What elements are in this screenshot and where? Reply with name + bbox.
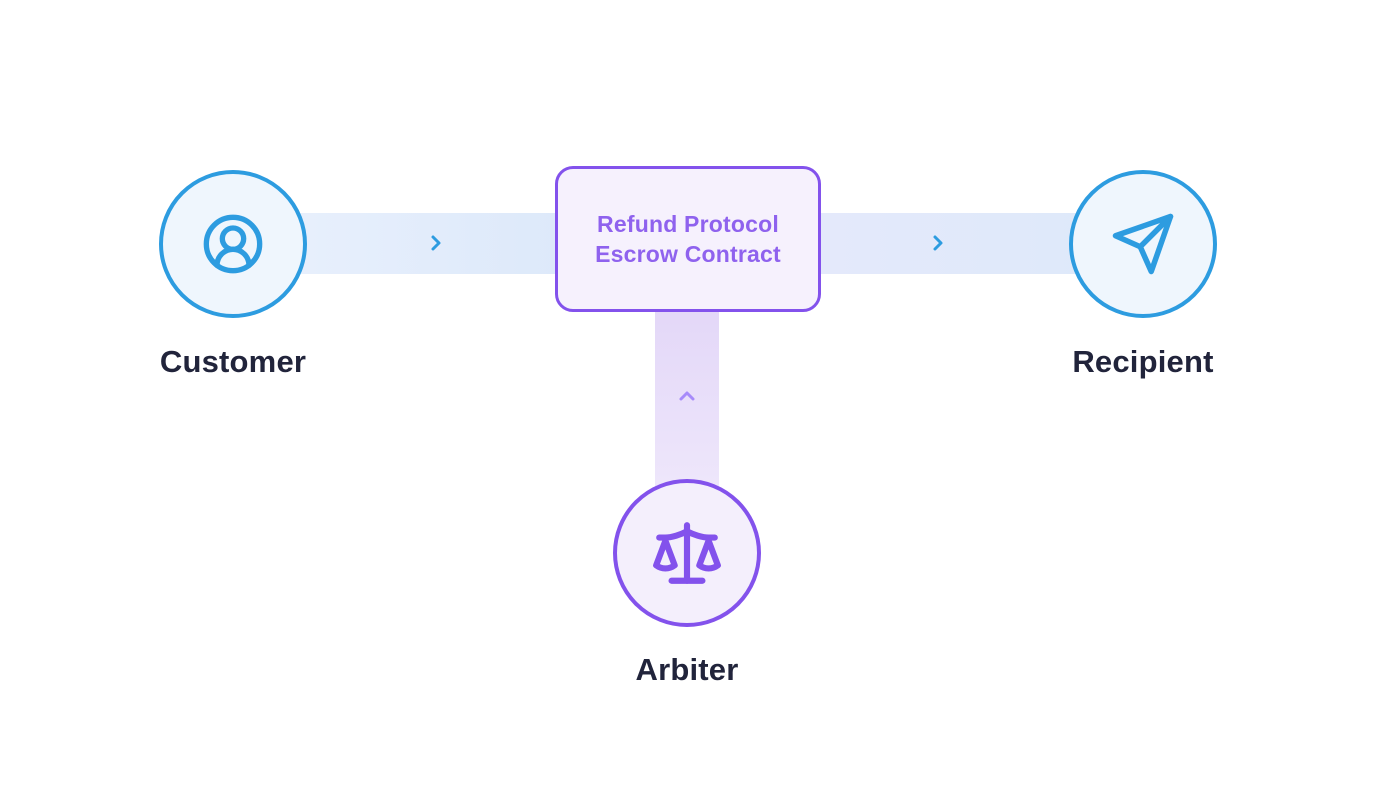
chevron-right-icon (424, 231, 448, 255)
chevron-right-icon (926, 231, 950, 255)
recipient-label: Recipient (1072, 344, 1214, 379)
escrow-contract-box: Refund Protocol Escrow Contract (555, 166, 821, 312)
escrow-contract-label: Refund Protocol Escrow Contract (595, 210, 781, 267)
scales-icon (650, 516, 724, 590)
arbiter-label: Arbiter (635, 652, 739, 687)
user-circle-icon (201, 212, 265, 276)
recipient-node (1069, 170, 1217, 318)
customer-node (159, 170, 307, 318)
customer-label: Customer (159, 344, 307, 379)
arbiter-node (613, 479, 761, 627)
chevron-up-icon (675, 384, 699, 408)
send-icon (1110, 211, 1176, 277)
